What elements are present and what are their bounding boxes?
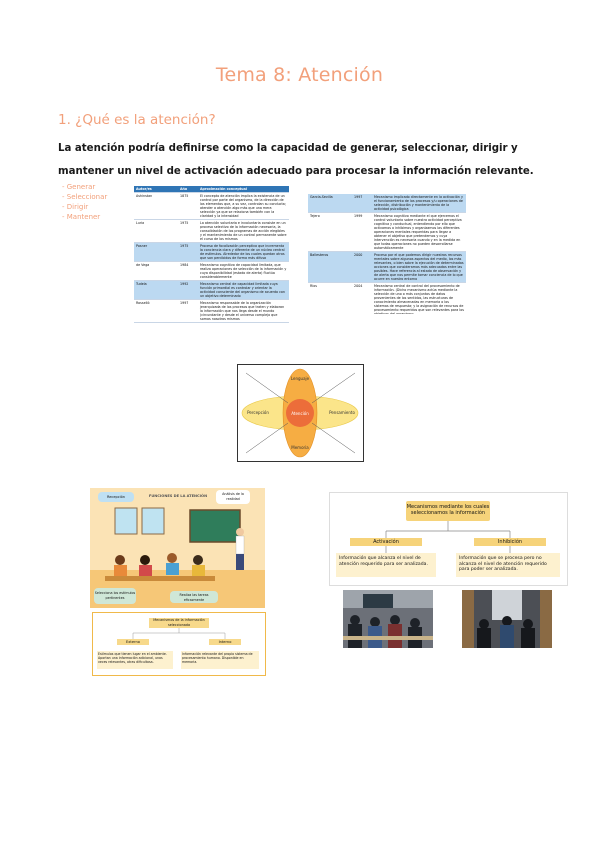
mech-right-activacion: Activación: [350, 538, 422, 546]
concept-cell: Mecanismo central de capacidad limitada …: [198, 280, 289, 300]
year-cell: 1997: [352, 194, 372, 213]
mech-right-inhibicion: Inhibición: [474, 538, 546, 546]
mech-right-top-box: Mecanismos mediante los cuales seleccion…: [406, 501, 490, 521]
header-author: Autor/es: [134, 186, 178, 193]
concept-cell: Mecanismo implicado directamente en la a…: [372, 194, 466, 213]
year-cell: 1999: [352, 212, 372, 252]
year-cell: 2004: [352, 282, 372, 314]
year-cell: 1984: [178, 261, 198, 281]
year-cell: 1997: [178, 299, 198, 323]
year-cell: 1992: [178, 280, 198, 300]
mech-right-inhibicion-text: Información que se procesa pero no alcan…: [456, 553, 560, 577]
photo-classroom-students: [343, 590, 433, 648]
author-cell: Ríos: [308, 282, 352, 314]
concept-cell: Mecanismo cognitivo de capacidad limitad…: [198, 261, 289, 281]
bubble-realiza: Realiza las tareas eficazmente: [170, 591, 218, 603]
concept-cell: La atención voluntaria e involuntaria co…: [198, 219, 289, 243]
concept-cell: Proceso por el que podemos dirigir nuest…: [372, 251, 466, 283]
mechanisms-diagram-right: Mecanismos mediante los cuales seleccion…: [329, 492, 568, 586]
concept-cell: Mecanismo responsable de la organización…: [198, 299, 289, 323]
author-cell: Luria: [134, 219, 178, 243]
author-cell: Ballesteros: [308, 251, 352, 283]
year-cell: 1975: [178, 219, 198, 243]
header-year: Año: [178, 186, 198, 193]
mech-right-activacion-text: Información que alcanza el nivel de aten…: [336, 553, 436, 577]
photo-classroom-svg: [343, 590, 433, 648]
concept-cell: Mecanismo central de control del procesa…: [372, 282, 466, 314]
mech-left-interno-text: Información relevante del propio sistema…: [181, 651, 259, 669]
classroom-title: FUNCIONES DE LA ATENCIÓN: [149, 493, 207, 498]
mechanisms-diagram-left: Mecanismos de la información seleccionad…: [92, 612, 266, 676]
concept-cell: El concepto de atención implica la exist…: [198, 192, 289, 220]
classroom-illustration: FUNCIONES DE LA ATENCIÓN Recepción Análi…: [90, 488, 265, 608]
intro-paragraph: La atención podría definirse como la cap…: [58, 143, 534, 177]
bubble-recepcion: Recepción: [98, 492, 134, 502]
author-cell: Ashinstan: [134, 192, 178, 220]
bullet-dirigir: - Dirigir: [62, 203, 89, 211]
diagram-center-label: Atención: [291, 411, 309, 416]
mech-left-externo-text: Estímulos que tienen lugar en el ambient…: [97, 651, 173, 669]
author-cell: Tudela: [134, 280, 178, 300]
mech-left-top-box: Mecanismos de la información seleccionad…: [149, 618, 209, 628]
definitions-table-left: Autor/es Año Aproximación conceptual Ash…: [134, 186, 289, 342]
bullet-mantener: - Mantener: [62, 213, 101, 221]
page-title: Tema 8: Atención: [215, 64, 384, 86]
mechanisms-right-lines: [385, 521, 511, 553]
header-concept: Aproximación conceptual: [198, 186, 289, 193]
diagram-top-label: Lenguaje: [291, 376, 310, 381]
diagram-bottom-label: Memoria: [291, 445, 309, 450]
diagram-right-label: Pensamiento: [329, 410, 355, 415]
photo-hall-svg: [462, 590, 552, 648]
concept-cell: Mecanismo cognitivo mediante el que ejer…: [372, 212, 466, 252]
photo-students-hall: [462, 590, 552, 648]
bullet-generar: - Generar: [62, 183, 96, 191]
mechanisms-left-lines: [132, 628, 226, 639]
year-cell: 1875: [178, 192, 198, 220]
author-cell: Posner: [134, 242, 178, 262]
author-cell: Rosselló: [134, 299, 178, 323]
bubble-selecciona: Selecciona los estímulos pertinentes: [94, 588, 136, 604]
author-cell: García-Sevilla: [308, 194, 352, 213]
concept-cell: Proceso de focalización perceptiva que i…: [198, 242, 289, 262]
mech-left-interno: Interno: [209, 639, 241, 645]
mech-left-externo: Externo: [117, 639, 149, 645]
author-cell: de Vega: [134, 261, 178, 281]
attention-diagram-svg: Atención Lenguaje Percepción Pensamiento…: [241, 368, 359, 458]
bubble-analisis: Análisis de la realidad: [216, 490, 250, 504]
attention-center-diagram: Atención Lenguaje Percepción Pensamiento…: [237, 364, 364, 462]
year-cell: 1975: [178, 242, 198, 262]
author-cell: Tejero: [308, 212, 352, 252]
diagram-left-label: Percepción: [247, 410, 269, 415]
bullet-seleccionar: - Seleccionar: [62, 193, 108, 201]
section-heading: 1. ¿Qué es la atención?: [58, 112, 216, 128]
year-cell: 2000: [352, 251, 372, 283]
